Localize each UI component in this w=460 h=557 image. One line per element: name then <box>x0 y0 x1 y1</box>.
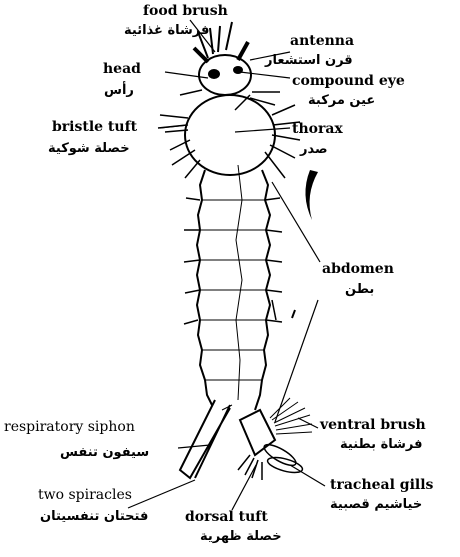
ventral-brush-label-ar: فرشاة بطنية <box>340 438 423 451</box>
two-spiracles-label-ar: فتحتان تنفسيتان <box>40 510 148 523</box>
ventral-brush-label: ventral brush <box>320 418 426 432</box>
crescent-shape <box>305 170 318 220</box>
tracheal-gills-label-ar: خياشيم قصبية <box>330 498 422 511</box>
head-label: head <box>103 62 141 76</box>
bristle-tuft-label: bristle tuft <box>52 120 137 134</box>
thorax-label-ar: صدر <box>300 143 328 156</box>
ventral-brush-drawing <box>270 398 312 434</box>
abdomen-label-ar: بطن <box>345 283 374 296</box>
tracheal-gills-label: tracheal gills <box>330 478 433 492</box>
head-label-ar: رأس <box>104 84 134 97</box>
gills-drawing <box>238 441 304 480</box>
thorax-outline <box>185 95 275 175</box>
compound-eye-label-ar: عين مركبة <box>308 94 375 107</box>
compound-eye-label: compound eye <box>292 74 405 88</box>
food-brush-label-ar: فرشاة غذائية <box>124 24 209 37</box>
antenna-label-ar: قرن استشعار <box>265 54 353 67</box>
terminal-segment <box>240 410 275 455</box>
dorsal-tuft-label: dorsal tuft <box>185 510 268 524</box>
siphon-outline <box>180 400 230 478</box>
antenna-label: antenna <box>290 34 354 48</box>
abdomen-segments <box>197 165 270 410</box>
bristle-tuft-label-ar: خصلة شوكية <box>48 142 130 155</box>
abdomen-label: abdomen <box>322 262 394 276</box>
bristles <box>158 90 300 324</box>
respiratory-siphon-label-ar: سيفون تنفس <box>60 446 149 459</box>
respiratory-siphon-label: respiratory siphon <box>4 420 135 434</box>
food-brush-label: food brush <box>143 4 228 18</box>
dorsal-tuft-label-ar: خصلة ظهرية <box>200 530 282 543</box>
thorax-label: thorax <box>292 122 343 136</box>
two-spiracles-label: two spiracles <box>38 488 132 502</box>
leader-lines <box>128 20 325 510</box>
